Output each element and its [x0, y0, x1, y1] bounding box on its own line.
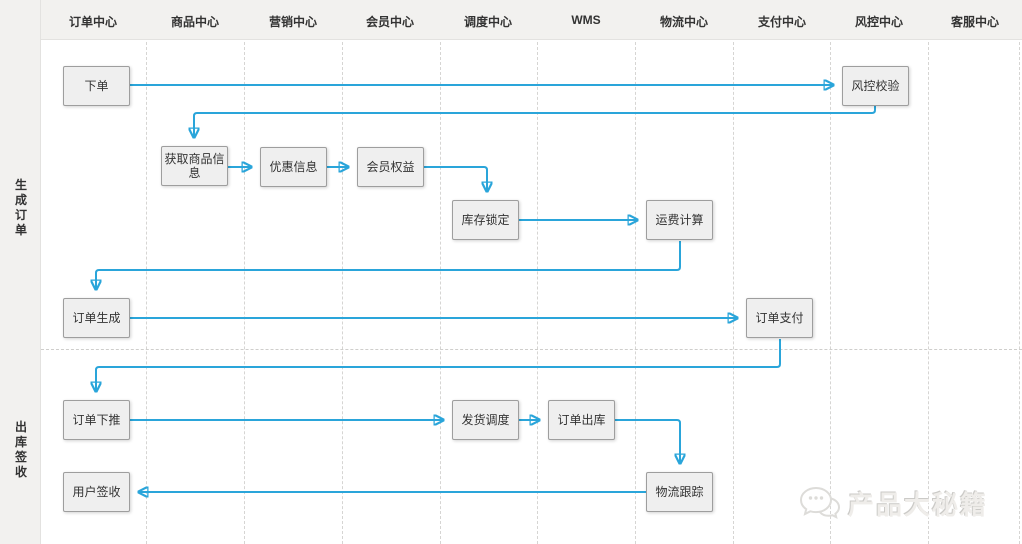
node-order-created[interactable]: 订单生成 [63, 298, 130, 338]
column-divider [537, 42, 538, 544]
wechat-icon [799, 486, 840, 519]
column-header-logistics-center: 物流中心 [659, 15, 708, 29]
node-order-outbound[interactable]: 订单出库 [548, 400, 615, 440]
watermark-text: 产品大秘籍 [847, 489, 988, 520]
column-header-payment-center: 支付中心 [757, 15, 806, 29]
column-divider [1019, 42, 1020, 544]
connector-order-payment-to-order-push-down [96, 339, 781, 391]
column-header-wms: WMS [571, 13, 601, 27]
column-header-service-center: 客服中心 [950, 15, 999, 29]
connector-member-benefits-to-inventory-lock [424, 166, 487, 191]
column-divider [635, 42, 636, 544]
node-order-push-down[interactable]: 订单下推 [63, 400, 130, 440]
connector-freight-calc-to-order-created [96, 241, 681, 289]
column-divider [440, 42, 441, 544]
lane-label-outbound-receipt: 出库签收 [14, 420, 27, 479]
column-header-marketing-center: 营销中心 [268, 15, 317, 29]
column-divider [342, 42, 343, 544]
column-header-order-center: 订单中心 [68, 15, 117, 29]
lane-label-generate-order: 生成订单 [14, 178, 27, 237]
node-risk-check[interactable]: 风控校验 [842, 66, 909, 106]
connector-risk-check-to-get-product-info [194, 106, 876, 137]
node-place-order[interactable]: 下单 [63, 66, 130, 106]
column-divider [733, 42, 734, 544]
node-freight-calc[interactable]: 运费计算 [646, 200, 713, 240]
node-discount-info[interactable]: 优惠信息 [260, 147, 327, 187]
column-divider [928, 42, 929, 544]
node-dispatch-shipping[interactable]: 发货调度 [452, 400, 519, 440]
watermark: 产品大秘籍 [798, 484, 988, 522]
lane-label-strip [0, 0, 41, 544]
column-header-dispatch-center: 调度中心 [463, 15, 512, 29]
column-divider [830, 42, 831, 544]
column-header-member-center: 会员中心 [365, 15, 414, 29]
node-order-payment[interactable]: 订单支付 [746, 298, 813, 338]
lane-divider [41, 349, 1022, 350]
column-header-risk-center: 风控中心 [854, 15, 903, 29]
column-header-band [0, 0, 1022, 40]
column-header-product-center: 商品中心 [170, 15, 219, 29]
connector-order-outbound-to-logistics-tracking [615, 419, 680, 463]
node-member-benefits[interactable]: 会员权益 [357, 147, 424, 187]
column-divider [146, 42, 147, 544]
node-get-product-info[interactable]: 获取商品信息 [161, 146, 228, 186]
node-inventory-lock[interactable]: 库存锁定 [452, 200, 519, 240]
node-user-sign-receipt[interactable]: 用户签收 [63, 472, 130, 512]
column-divider [244, 42, 245, 544]
node-logistics-tracking[interactable]: 物流跟踪 [646, 472, 713, 512]
